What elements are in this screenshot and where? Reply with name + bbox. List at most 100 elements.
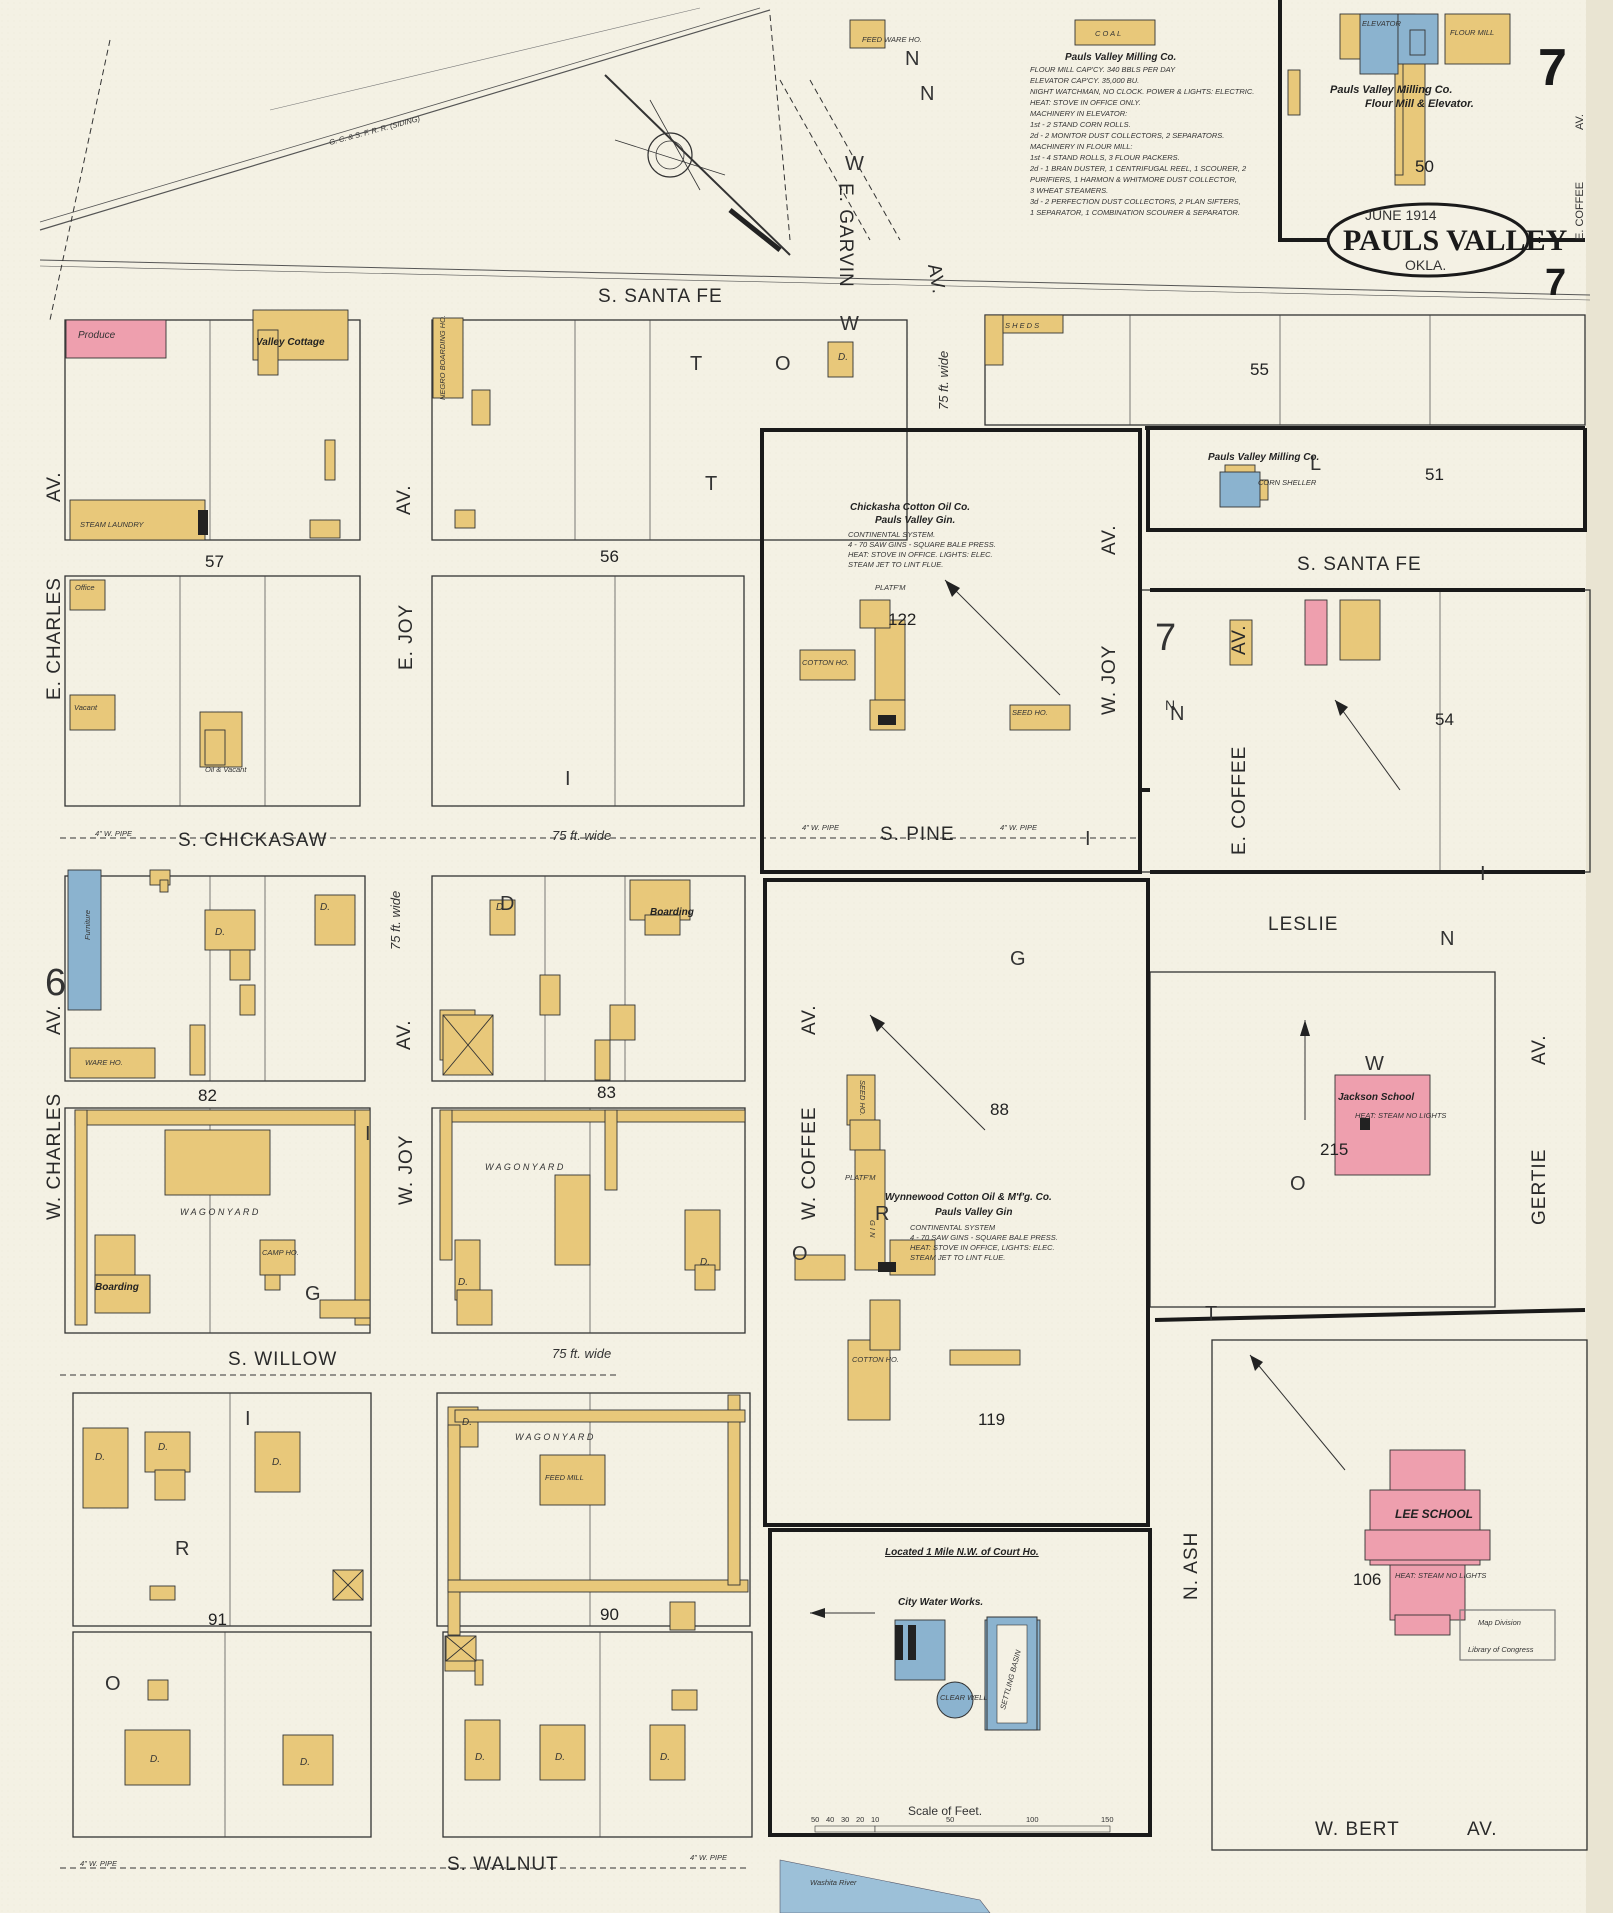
scale-tick-label: 40 [826, 1815, 834, 1824]
map-letter-r3: 7 [1155, 617, 1176, 659]
street-width-2: 75 ft. wide [552, 1346, 611, 1361]
block-83: 83 [597, 1083, 616, 1102]
label-dwelling-12: D. [475, 1752, 485, 1763]
street-leslie: LESLIE [1268, 914, 1338, 935]
street-e-coffee: E. COFFEE [1229, 746, 1250, 855]
library-stamp [1459, 1609, 1556, 1661]
block-122: 122 [888, 610, 916, 629]
title-oval [1326, 202, 1530, 278]
label-wagon-yard-1: W A G O N Y A R D [180, 1207, 259, 1217]
label-washita-river: Washita River [810, 1878, 857, 1887]
wynnewood-subtitle: Pauls Valley Gin [935, 1207, 1012, 1218]
map-letter-e9: N [1440, 928, 1454, 950]
map-letter-v3: I [565, 768, 571, 790]
street-w-charles: W. CHARLES [44, 1093, 65, 1220]
open-sheds [332, 1014, 494, 1662]
map-letter-e5: W [1365, 1053, 1384, 1075]
street-w-coffee-av: AV. [799, 1005, 820, 1035]
sheet-number-2: 7 [1545, 262, 1566, 304]
map-letter-e2: W [840, 313, 859, 335]
street-width-4: 75 ft. wide [388, 891, 403, 950]
map-city: PAULS VALLEY [1343, 224, 1568, 257]
frame-buildings [69, 13, 1511, 1786]
street-w-joy-north-av: AV. [1099, 525, 1120, 555]
label-feed-mill: FEED MILL [545, 1473, 584, 1482]
scale-bar [814, 1825, 1111, 1833]
milling-title-2: Pauls Valley Milling Co. [1330, 84, 1452, 96]
label-dwelling-13: D. [555, 1752, 565, 1763]
street-e-garvin-av: AV. [923, 262, 949, 296]
label-negro-boarding: NEGRO BOARDING HO. [438, 315, 447, 400]
water-works-location: Located 1 Mile N.W. of Court Ho. [885, 1547, 1039, 1558]
label-elevator: ELEVATOR [1362, 19, 1401, 28]
map-letter-v2: T [705, 473, 717, 495]
map-letter-v7: O [105, 1673, 121, 1695]
label-coal: C O A L [1095, 29, 1121, 38]
pipe-label-1: 4" W. PIPE [95, 829, 133, 838]
label-library: Library of Congress [1468, 1645, 1534, 1654]
label-seed-ho-1: SEED HO. [1012, 708, 1048, 717]
label-platf-1: PLATF'M [875, 583, 906, 592]
chickasha-notes: CONTINENTAL SYSTEM.4 - 70 SAW GINS - SQU… [848, 530, 996, 569]
label-dwelling-15: D. [838, 352, 848, 363]
milling-notes: FLOUR MILL CAP'CY. 340 BBLS PER DAYELEVA… [1029, 65, 1254, 217]
label-office: Office [75, 583, 95, 592]
street-w-bert: W. BERT [1315, 1819, 1400, 1840]
paper-edge [1586, 0, 1613, 1913]
wynnewood-note-line: 4 - 70 SAW GINS - SQUARE BALE PRESS. [910, 1233, 1058, 1242]
label-furniture: Furniture [83, 910, 92, 940]
milling-note-line: 1st - 2 STAND CORN ROLLS. [1030, 120, 1131, 129]
map-letter-e4: N [1170, 703, 1184, 725]
map-letter-t1: N [905, 48, 919, 70]
label-dwelling-5: D. [700, 1257, 710, 1268]
wynnewood-note-line: HEAT: STOVE IN OFFICE, LIGHTS: ELEC. [910, 1243, 1055, 1252]
chickasha-note-line: CONTINENTAL SYSTEM. [848, 530, 935, 539]
block-82: 82 [198, 1086, 217, 1105]
block-88: 88 [990, 1100, 1009, 1119]
street-w-bert-av: AV. [1467, 1819, 1497, 1840]
wynnewood-note-line: STEAM JET TO LINT FLUE. [910, 1253, 1005, 1262]
railroad [39, 7, 1591, 301]
sheet-number: 7 [1538, 39, 1567, 97]
milling-note-line: 2d - 2 MONITOR DUST COLLECTORS, 2 SEPARA… [1029, 131, 1224, 140]
label-boarding-1: Boarding [650, 907, 694, 918]
pipe-label-5: 4" W. PIPE [690, 1853, 728, 1862]
map-letter-t5: O [792, 1243, 808, 1265]
milling-note-line: 3d - 2 PERFECTION DUST COLLECTORS, 2 PLA… [1030, 197, 1241, 206]
chickasha-note-line: STEAM JET TO LINT FLUE. [848, 560, 943, 569]
street-w-joy-av: AV. [394, 1020, 415, 1050]
wynnewood-title: Wynnewood Cotton Oil & M'f'g. Co. [885, 1192, 1052, 1203]
label-lee-school: LEE SCHOOL [1395, 1507, 1473, 1521]
milling-note-line: HEAT: STOVE IN OFFICE ONLY. [1030, 98, 1141, 107]
label-cotton-ho-2: COTTON HO. [852, 1355, 899, 1364]
label-dwelling-3: D. [496, 902, 506, 913]
block-56: 56 [600, 547, 619, 566]
milling-note-line: 3 WHEAT STEAMERS. [1030, 186, 1108, 195]
scale-tick-label: 20 [856, 1815, 864, 1824]
map-letter-e7: T [1205, 1303, 1217, 1325]
washita-river [779, 1859, 991, 1913]
chickasha-note-line: HEAT: STOVE IN OFFICE. LIGHTS: ELEC. [848, 550, 993, 559]
label-wagon-yard-2: W A G O N Y A R D [485, 1162, 564, 1172]
map-letter-e1: N [920, 83, 934, 105]
settling-basin-inner [996, 1624, 1028, 1724]
street-gertie-av: AV. [1529, 1035, 1550, 1065]
street-s-willow: S. WILLOW [228, 1349, 337, 1370]
scale-tick-label: 150 [1101, 1815, 1114, 1824]
scale-tick-label: 50 [946, 1815, 954, 1824]
label-map-division: Map Division [1478, 1618, 1521, 1627]
block-91: 91 [208, 1610, 227, 1629]
label-dwelling-4: D. [458, 1277, 468, 1288]
map-state: OKLA. [1405, 257, 1446, 273]
map-letter-r2: N [1165, 697, 1175, 713]
label-produce: Produce [78, 330, 116, 341]
street-e-joy-av: AV. [394, 485, 415, 515]
pipe-label-4: 4" W. PIPE [80, 1859, 118, 1868]
label-flour-mill: FLOUR MILL [1450, 28, 1494, 37]
label-wagon-yard-3: W A G O N Y A R D [515, 1432, 594, 1442]
label-platf-2: PLATF'M [845, 1173, 876, 1182]
label-ware-ho: WARE HO. [85, 1058, 123, 1067]
street-e-coffee-small: E. COFFEE [1574, 182, 1586, 240]
